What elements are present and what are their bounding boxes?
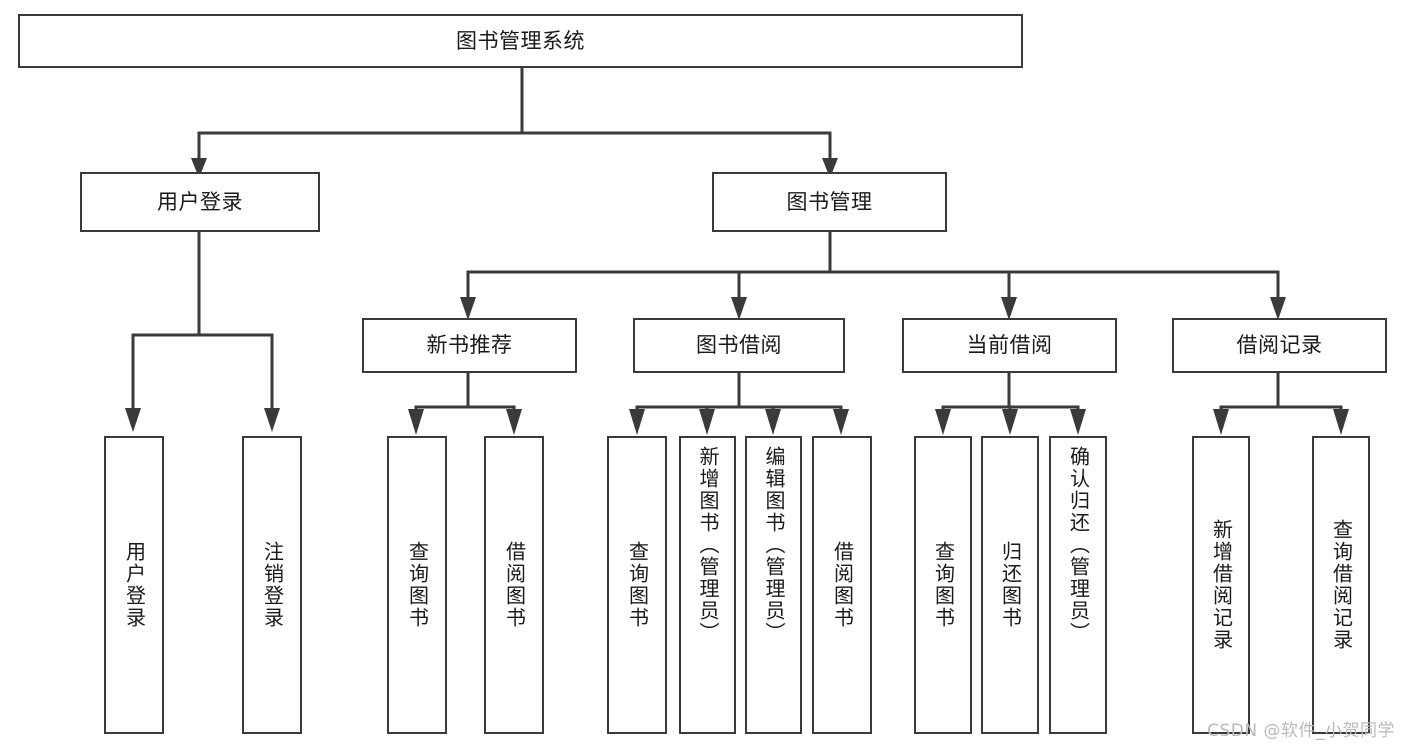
leaf-query-borrow-record[interactable]: 查询借阅记录 [1312, 436, 1370, 734]
leaf-return-book[interactable]: 归还图书 [981, 436, 1039, 734]
arrowhead-leaf-borrow-2 [699, 409, 715, 435]
leaf-borrow-book[interactable]: 借阅图书 [812, 436, 872, 734]
node-current-borrow-label: 当前借阅 [966, 333, 1053, 358]
leaf-add-borrow-record[interactable]: 新增借阅记录 [1192, 436, 1250, 734]
leaf-return-book-label: 归还图书 [998, 541, 1023, 629]
leaf-edit-book-admin[interactable]: 编辑图书（管理员） [745, 436, 802, 734]
node-user-login[interactable]: 用户登录 [80, 172, 320, 232]
leaf-user-login-label: 用户登录 [122, 541, 147, 629]
node-book-management-label: 图书管理 [786, 189, 873, 214]
leaf-query-book-current[interactable]: 查询图书 [914, 436, 972, 734]
leaf-add-book-admin-label: 新增图书（管理员） [696, 446, 720, 644]
arrowhead-leaf-record-1 [1213, 409, 1229, 435]
leaf-user-logout-label: 注销登录 [260, 541, 285, 629]
leaf-borrow-book-label: 借阅图书 [830, 541, 855, 629]
leaf-add-book-admin[interactable]: 新增图书（管理员） [679, 436, 736, 734]
node-new-book-recommend[interactable]: 新书推荐 [362, 318, 577, 373]
node-book-borrow-label: 图书借阅 [696, 333, 782, 358]
arrowhead-userlogin [191, 158, 207, 178]
leaf-query-book-borrow-label: 查询图书 [625, 541, 650, 629]
leaf-query-borrow-record-label: 查询借阅记录 [1329, 519, 1354, 651]
node-user-login-label: 用户登录 [157, 189, 243, 214]
node-borrow-record-label: 借阅记录 [1236, 333, 1323, 358]
arrowhead-borrow [731, 297, 747, 320]
arrowhead-leaf-newbook-1 [408, 409, 424, 435]
arrowheads [125, 158, 1349, 435]
node-new-book-recommend-label: 新书推荐 [426, 333, 513, 358]
leaf-add-borrow-record-label: 新增借阅记录 [1209, 519, 1234, 651]
leaf-confirm-return-admin[interactable]: 确认归还（管理员） [1049, 436, 1107, 734]
leaf-query-book-current-label: 查询图书 [931, 541, 956, 629]
node-book-management[interactable]: 图书管理 [712, 172, 947, 232]
leaf-query-book-borrow[interactable]: 查询图书 [607, 436, 667, 734]
arrowhead-leaf-userlogin-1 [125, 408, 141, 432]
arrowhead-bookmgmt [822, 158, 838, 178]
node-current-borrow[interactable]: 当前借阅 [902, 318, 1117, 373]
arrowhead-leaf-newbook-2 [506, 409, 522, 435]
leaf-edit-book-admin-label: 编辑图书（管理员） [762, 446, 786, 644]
node-root[interactable]: 图书管理系统 [18, 14, 1023, 68]
arrowhead-leaf-current-1 [935, 409, 951, 435]
arrowhead-record [1270, 297, 1286, 320]
arrowhead-leaf-current-2 [1002, 409, 1018, 435]
arrowhead-leaf-borrow-4 [833, 409, 849, 435]
arrowhead-newbook [460, 297, 476, 320]
arrowhead-current [1001, 297, 1017, 320]
leaf-query-book-newbook[interactable]: 查询图书 [387, 436, 447, 734]
leaf-borrow-book-newbook-label: 借阅图书 [502, 541, 527, 629]
arrowhead-leaf-record-2 [1333, 409, 1349, 435]
leaf-borrow-book-newbook[interactable]: 借阅图书 [484, 436, 544, 734]
leaf-user-login[interactable]: 用户登录 [104, 436, 164, 734]
arrowhead-leaf-userlogin-2 [264, 408, 280, 432]
node-borrow-record[interactable]: 借阅记录 [1172, 318, 1387, 373]
leaf-confirm-return-admin-label: 确认归还（管理员） [1066, 446, 1091, 644]
leaf-query-book-newbook-label: 查询图书 [405, 541, 430, 629]
arrowhead-leaf-borrow-1 [629, 409, 645, 435]
arrowhead-leaf-current-3 [1070, 409, 1086, 435]
arrowhead-leaf-borrow-3 [765, 409, 781, 435]
node-book-borrow[interactable]: 图书借阅 [633, 318, 845, 373]
leaf-user-logout[interactable]: 注销登录 [242, 436, 302, 734]
node-root-label: 图书管理系统 [456, 28, 585, 53]
